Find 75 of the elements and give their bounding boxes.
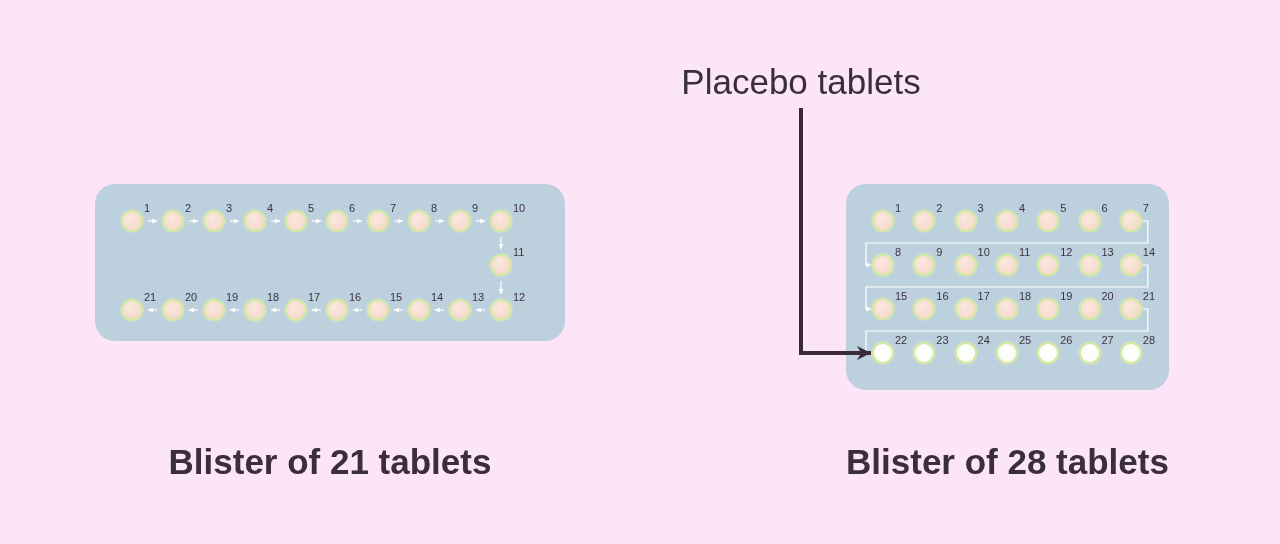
arrow — [475, 218, 486, 224]
tablet-number: 28 — [1142, 334, 1156, 346]
tablet-number: 10 — [513, 202, 526, 214]
tablet-number: 4 — [1018, 202, 1025, 214]
arrow — [188, 218, 199, 224]
tablet-number: 8 — [895, 246, 902, 258]
arrow — [270, 218, 281, 224]
tablet-number: 4 — [267, 202, 274, 214]
tablet-number: 5 — [308, 202, 315, 214]
arrow — [270, 307, 281, 313]
arrow — [147, 218, 158, 224]
tablet-number: 23 — [936, 334, 949, 346]
tablet-number: 19 — [1060, 290, 1073, 302]
tablet-number: 11 — [513, 246, 525, 258]
tablet-number: 9 — [472, 202, 479, 214]
arrow — [434, 307, 445, 313]
arrow — [393, 218, 404, 224]
arrow — [147, 307, 158, 313]
arrow — [498, 236, 504, 250]
tablet-number: 1 — [895, 202, 902, 214]
tablet-number: 18 — [267, 291, 280, 303]
tablet-number: 5 — [1060, 202, 1067, 214]
tablet-number: 20 — [185, 291, 198, 303]
tablet-number: 26 — [1060, 334, 1073, 346]
tablet-number: 3 — [977, 202, 984, 214]
tablet-number: 19 — [226, 291, 239, 303]
tablet-number: 7 — [390, 202, 397, 214]
tablet-number: 12 — [513, 291, 526, 303]
tablet-number: 3 — [226, 202, 233, 214]
arrow — [393, 307, 404, 313]
tablet-number: 27 — [1101, 334, 1114, 346]
arrow — [475, 307, 486, 313]
tablet-number: 17 — [977, 290, 990, 302]
tablet-number: 9 — [936, 246, 943, 258]
tablet-number: 6 — [349, 202, 356, 214]
tablet-number: 15 — [895, 290, 908, 302]
arrow — [865, 264, 1149, 312]
tablet-number: 12 — [1060, 246, 1073, 258]
tablet-number: 1 — [144, 202, 151, 214]
blister-caption: Blister of 21 tablets — [168, 442, 492, 482]
tablet-number: 10 — [977, 246, 990, 258]
tablet-number: 2 — [185, 202, 192, 214]
tablet-number: 20 — [1101, 290, 1114, 302]
tablet-number: 13 — [1101, 246, 1114, 258]
arrow — [229, 218, 240, 224]
tablet-number: 17 — [308, 291, 321, 303]
tablet-number: 11 — [1018, 246, 1031, 258]
arrow — [434, 218, 445, 224]
tablet-number: 15 — [390, 291, 403, 303]
blister-caption: Blister of 28 tablets — [846, 442, 1169, 482]
tablet-number: 24 — [977, 334, 990, 346]
arrow — [311, 218, 322, 224]
tablet-number: 21 — [144, 291, 157, 303]
tablet-number: 22 — [895, 334, 908, 346]
tablet-number: 8 — [431, 202, 438, 214]
tablet-number: 13 — [472, 291, 485, 303]
arrow — [229, 307, 240, 313]
tablet-number: 21 — [1142, 290, 1156, 302]
callout-label: Placebo tablets — [681, 62, 921, 102]
arrow — [352, 218, 363, 224]
tablet-number: 16 — [349, 291, 362, 303]
arrow — [352, 307, 363, 313]
tablet-number: 2 — [936, 202, 943, 214]
tablet-number: 16 — [936, 290, 949, 302]
tablet-number: 14 — [1142, 246, 1156, 258]
arrow — [311, 307, 322, 313]
leader-arrow — [799, 108, 871, 360]
tablet-number: 14 — [431, 291, 444, 303]
tablet-number: 18 — [1018, 290, 1032, 302]
arrow — [865, 220, 1149, 268]
tablet-number: 6 — [1101, 202, 1108, 214]
arrow — [188, 307, 199, 313]
arrow — [498, 280, 504, 295]
tablet-number: 25 — [1018, 334, 1032, 346]
tablet-number: 7 — [1142, 202, 1149, 214]
